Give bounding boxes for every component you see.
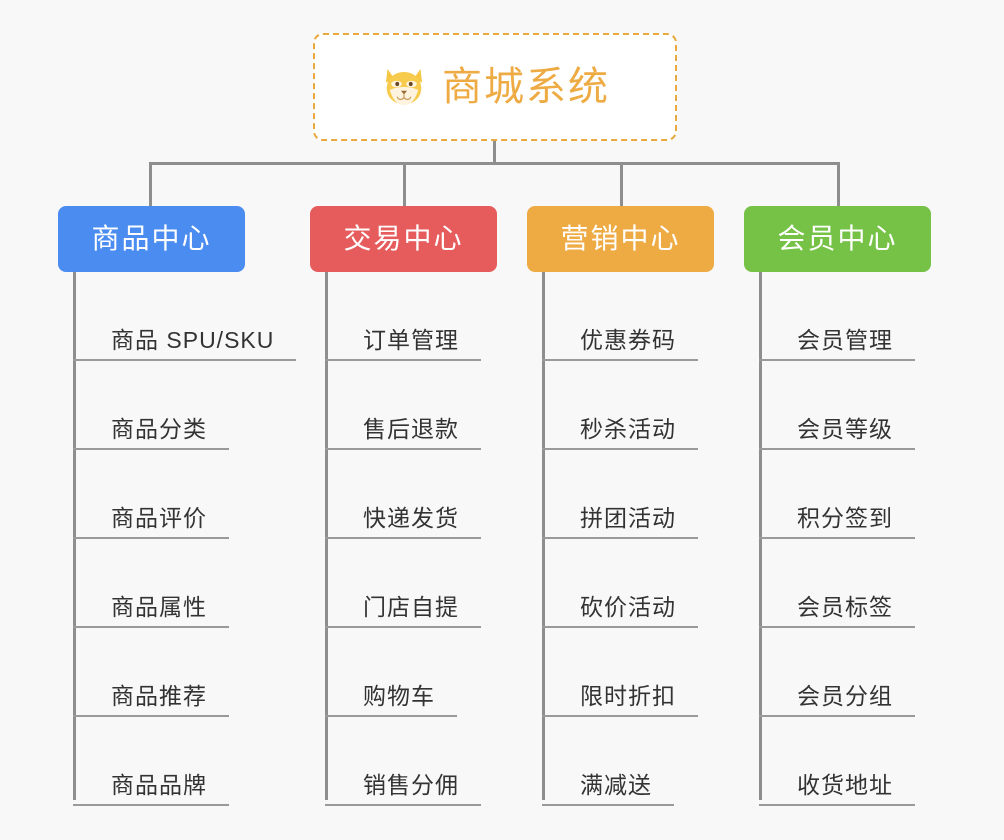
leaf-label: 会员等级 bbox=[797, 416, 893, 443]
leaf-label: 商品属性 bbox=[111, 594, 207, 621]
leaf-label: 满减送 bbox=[580, 772, 652, 799]
category-box-product-center[interactable]: 商品中心 bbox=[58, 206, 245, 272]
category-label: 营销中心 bbox=[560, 223, 681, 254]
category-label: 交易中心 bbox=[343, 223, 464, 254]
leaf-label: 订单管理 bbox=[363, 327, 459, 354]
category-box-marketing-center[interactable]: 营销中心 bbox=[527, 206, 714, 272]
leaf-label: 商品 SPU/SKU bbox=[111, 327, 275, 354]
leaf-label: 秒杀活动 bbox=[580, 416, 676, 443]
branch-drop-line-1 bbox=[149, 162, 152, 208]
leaf-label: 售后退款 bbox=[363, 416, 459, 443]
leaf-label: 快递发货 bbox=[363, 505, 459, 532]
leaf-label: 门店自提 bbox=[363, 594, 459, 621]
leaf-label: 购物车 bbox=[363, 683, 435, 710]
category-box-member-center[interactable]: 会员中心 bbox=[744, 206, 931, 272]
leaf-label: 会员分组 bbox=[797, 683, 893, 710]
category-box-trade-center[interactable]: 交易中心 bbox=[310, 206, 497, 272]
leaf-label: 会员管理 bbox=[797, 327, 893, 354]
branch-drop-line-3 bbox=[620, 162, 623, 208]
leaf-label: 砍价活动 bbox=[580, 594, 676, 621]
leaf-label: 收货地址 bbox=[797, 772, 893, 799]
category-label: 会员中心 bbox=[777, 223, 898, 254]
root-node[interactable]: 商城系统 bbox=[313, 33, 677, 141]
leaf-label: 商品分类 bbox=[111, 416, 207, 443]
branch-trunk-line bbox=[73, 272, 76, 800]
leaf-label: 商品评价 bbox=[111, 505, 207, 532]
shiba-dog-face-icon bbox=[386, 69, 422, 105]
leaf-label: 积分签到 bbox=[797, 505, 893, 532]
branch-drop-line-4 bbox=[837, 162, 840, 208]
leaf-label: 销售分佣 bbox=[363, 772, 459, 799]
leaf-label: 商品推荐 bbox=[111, 683, 207, 710]
branch-trunk-line bbox=[325, 272, 328, 800]
leaf-label: 拼团活动 bbox=[580, 505, 676, 532]
branch-bus-line bbox=[149, 162, 840, 165]
leaf-label: 限时折扣 bbox=[580, 683, 676, 710]
root-title: 商城系统 bbox=[442, 65, 610, 109]
branch-drop-line-2 bbox=[403, 162, 406, 208]
category-label: 商品中心 bbox=[91, 223, 212, 254]
leaf-label: 会员标签 bbox=[797, 594, 893, 621]
root-stem-line bbox=[493, 141, 496, 165]
leaf-label: 商品品牌 bbox=[111, 772, 207, 799]
branch-trunk-line bbox=[759, 272, 762, 800]
leaf-label: 优惠券码 bbox=[580, 327, 676, 354]
branch-trunk-line bbox=[542, 272, 545, 800]
